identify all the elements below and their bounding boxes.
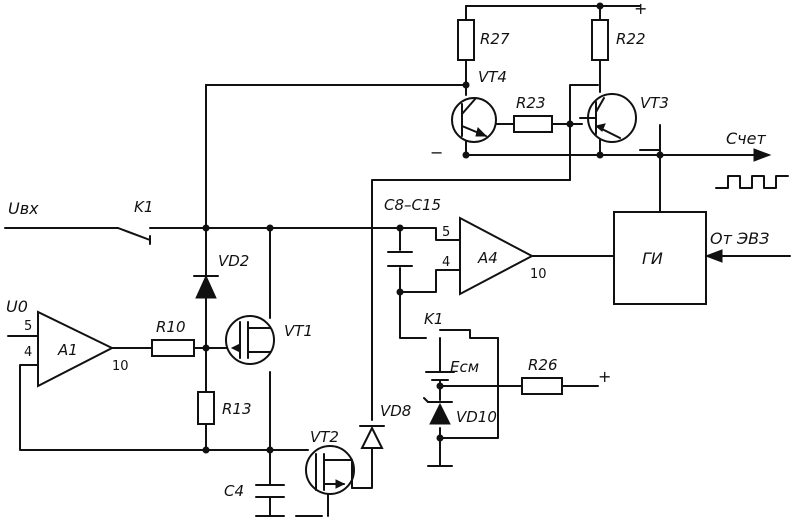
label-r27: R27 bbox=[480, 30, 510, 48]
label-plus-r26: + bbox=[598, 367, 611, 386]
count-output-arrow bbox=[753, 148, 772, 162]
capacitor-c4 bbox=[255, 484, 285, 498]
label-from-evz: От ЭВЗ bbox=[710, 229, 769, 248]
label-k1-bottom: K1 bbox=[424, 310, 443, 328]
label-ecm: Eсм bbox=[450, 358, 479, 376]
a1-pin-5: 5 bbox=[24, 319, 32, 334]
label-r22: R22 bbox=[616, 30, 646, 48]
diode-vd10 bbox=[423, 397, 453, 425]
transistor-vt3 bbox=[579, 93, 637, 143]
label-vd2: VD2 bbox=[218, 252, 249, 270]
label-vt2: VT2 bbox=[310, 428, 339, 446]
label-r26: R26 bbox=[528, 356, 558, 374]
resistor-r10 bbox=[151, 339, 195, 357]
pulse-waveform-icon bbox=[715, 175, 789, 189]
a4-pin-10: 10 bbox=[530, 267, 547, 282]
label-vt4: VT4 bbox=[478, 68, 507, 86]
label-a1: A1 bbox=[57, 341, 78, 359]
transistor-vt1 bbox=[225, 315, 275, 365]
a4-pin-5: 5 bbox=[442, 225, 450, 240]
label-count: Счет bbox=[726, 129, 766, 148]
a1-pin-10: 10 bbox=[112, 359, 129, 374]
labels: Uвх U0 K1 K1 C8–C15 R27 R22 R23 R10 R13 … bbox=[6, 0, 769, 500]
label-vd8: VD8 bbox=[380, 402, 411, 420]
label-vt1: VT1 bbox=[284, 322, 313, 340]
a4-pin-4: 4 bbox=[442, 255, 450, 270]
transistor-vt2 bbox=[305, 445, 355, 495]
resistor-r13 bbox=[197, 391, 215, 425]
label-r23: R23 bbox=[516, 94, 546, 112]
label-k1-top: K1 bbox=[134, 198, 153, 216]
evz-input-arrow bbox=[704, 249, 723, 263]
label-r10: R10 bbox=[156, 318, 186, 336]
transistor-vt4 bbox=[451, 97, 497, 143]
resistor-r26 bbox=[521, 377, 563, 395]
label-uin: Uвх bbox=[8, 199, 39, 218]
label-plus-top: + bbox=[634, 0, 647, 18]
label-r13: R13 bbox=[222, 400, 252, 418]
diode-vd8 bbox=[359, 425, 385, 449]
label-c8-c15: C8–C15 bbox=[384, 196, 441, 214]
diode-vd2 bbox=[193, 257, 219, 311]
label-minus: − bbox=[430, 143, 443, 162]
label-vd10: VD10 bbox=[456, 408, 497, 426]
ecm-source bbox=[425, 371, 455, 381]
pulse-generator-block bbox=[613, 211, 707, 305]
label-a4: A4 bbox=[477, 249, 498, 267]
capacitor-c8-c15 bbox=[387, 251, 413, 267]
label-vt3: VT3 bbox=[640, 94, 669, 112]
resistor-r22 bbox=[591, 19, 609, 61]
resistor-r27 bbox=[457, 19, 475, 61]
label-c4: C4 bbox=[224, 482, 244, 500]
wires bbox=[4, 5, 791, 517]
opamp-a1 bbox=[37, 310, 115, 388]
a1-pin-4: 4 bbox=[24, 345, 32, 360]
label-u0: U0 bbox=[6, 297, 28, 316]
junction-dots bbox=[202, 2, 664, 454]
opamp-a4 bbox=[459, 216, 535, 296]
resistor-r23 bbox=[513, 115, 553, 133]
label-gi: ГИ bbox=[642, 249, 663, 268]
